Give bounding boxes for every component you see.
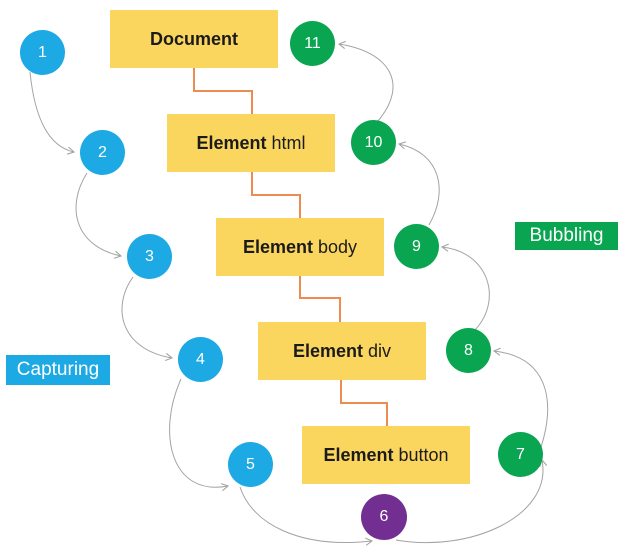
node-tag: button [393,444,449,465]
step-number: 11 [304,34,321,52]
step-number: 4 [196,350,205,368]
step-circle-9: 9 [394,224,439,269]
node-document: Document [110,10,278,68]
step-number: 3 [145,247,154,265]
node-label: Element [323,444,394,465]
arc-step-2-3 [75,172,123,259]
connector-html-body [251,172,301,218]
step-circle-2: 2 [80,130,125,175]
arc-step-10-11 [337,40,394,122]
step-number: 7 [516,445,525,463]
arc-step-1-2 [29,71,76,155]
step-circle-4: 4 [178,337,223,382]
node-tag: body [312,236,358,257]
step-circle-8: 8 [446,328,491,373]
connector-document-html [193,68,253,114]
step-circle-5: 5 [228,442,273,487]
arc-step-9-10 [397,141,440,226]
step-circle-3: 3 [127,234,172,279]
node-element-div: Element div [258,322,426,380]
connector-div-button [340,380,388,426]
bubbling-phase-label: Bubbling [515,222,618,250]
node-label: Document [149,28,238,49]
step-circle-7: 7 [498,432,543,477]
step-number: 5 [246,455,255,473]
node-tag: div [363,340,392,361]
node-label: Element [292,340,363,361]
node-label: Element [196,132,267,153]
connector-body-div [299,276,341,322]
node-tag: html [266,132,306,153]
arc-step-3-4 [121,276,174,361]
node-element-body: Element body [216,218,384,276]
node-label: Element [242,236,313,257]
step-number: 9 [412,237,421,255]
step-circle-1: 1 [20,30,65,75]
step-number: 8 [464,341,473,359]
arc-step-8-9 [440,243,490,331]
step-number: 10 [364,133,383,151]
step-circle-10: 10 [351,120,396,165]
arc-step-4-5 [169,378,230,492]
node-element-button: Element button [302,426,470,484]
step-number: 1 [38,43,47,61]
step-circle-6-target: 6 [361,494,407,540]
node-element-html: Element html [167,114,335,172]
capturing-phase-label: Capturing [6,355,110,385]
step-number: 2 [98,143,107,161]
arc-step-5-6 [239,486,374,546]
step-number: 6 [379,508,389,525]
step-circle-11: 11 [290,21,335,66]
